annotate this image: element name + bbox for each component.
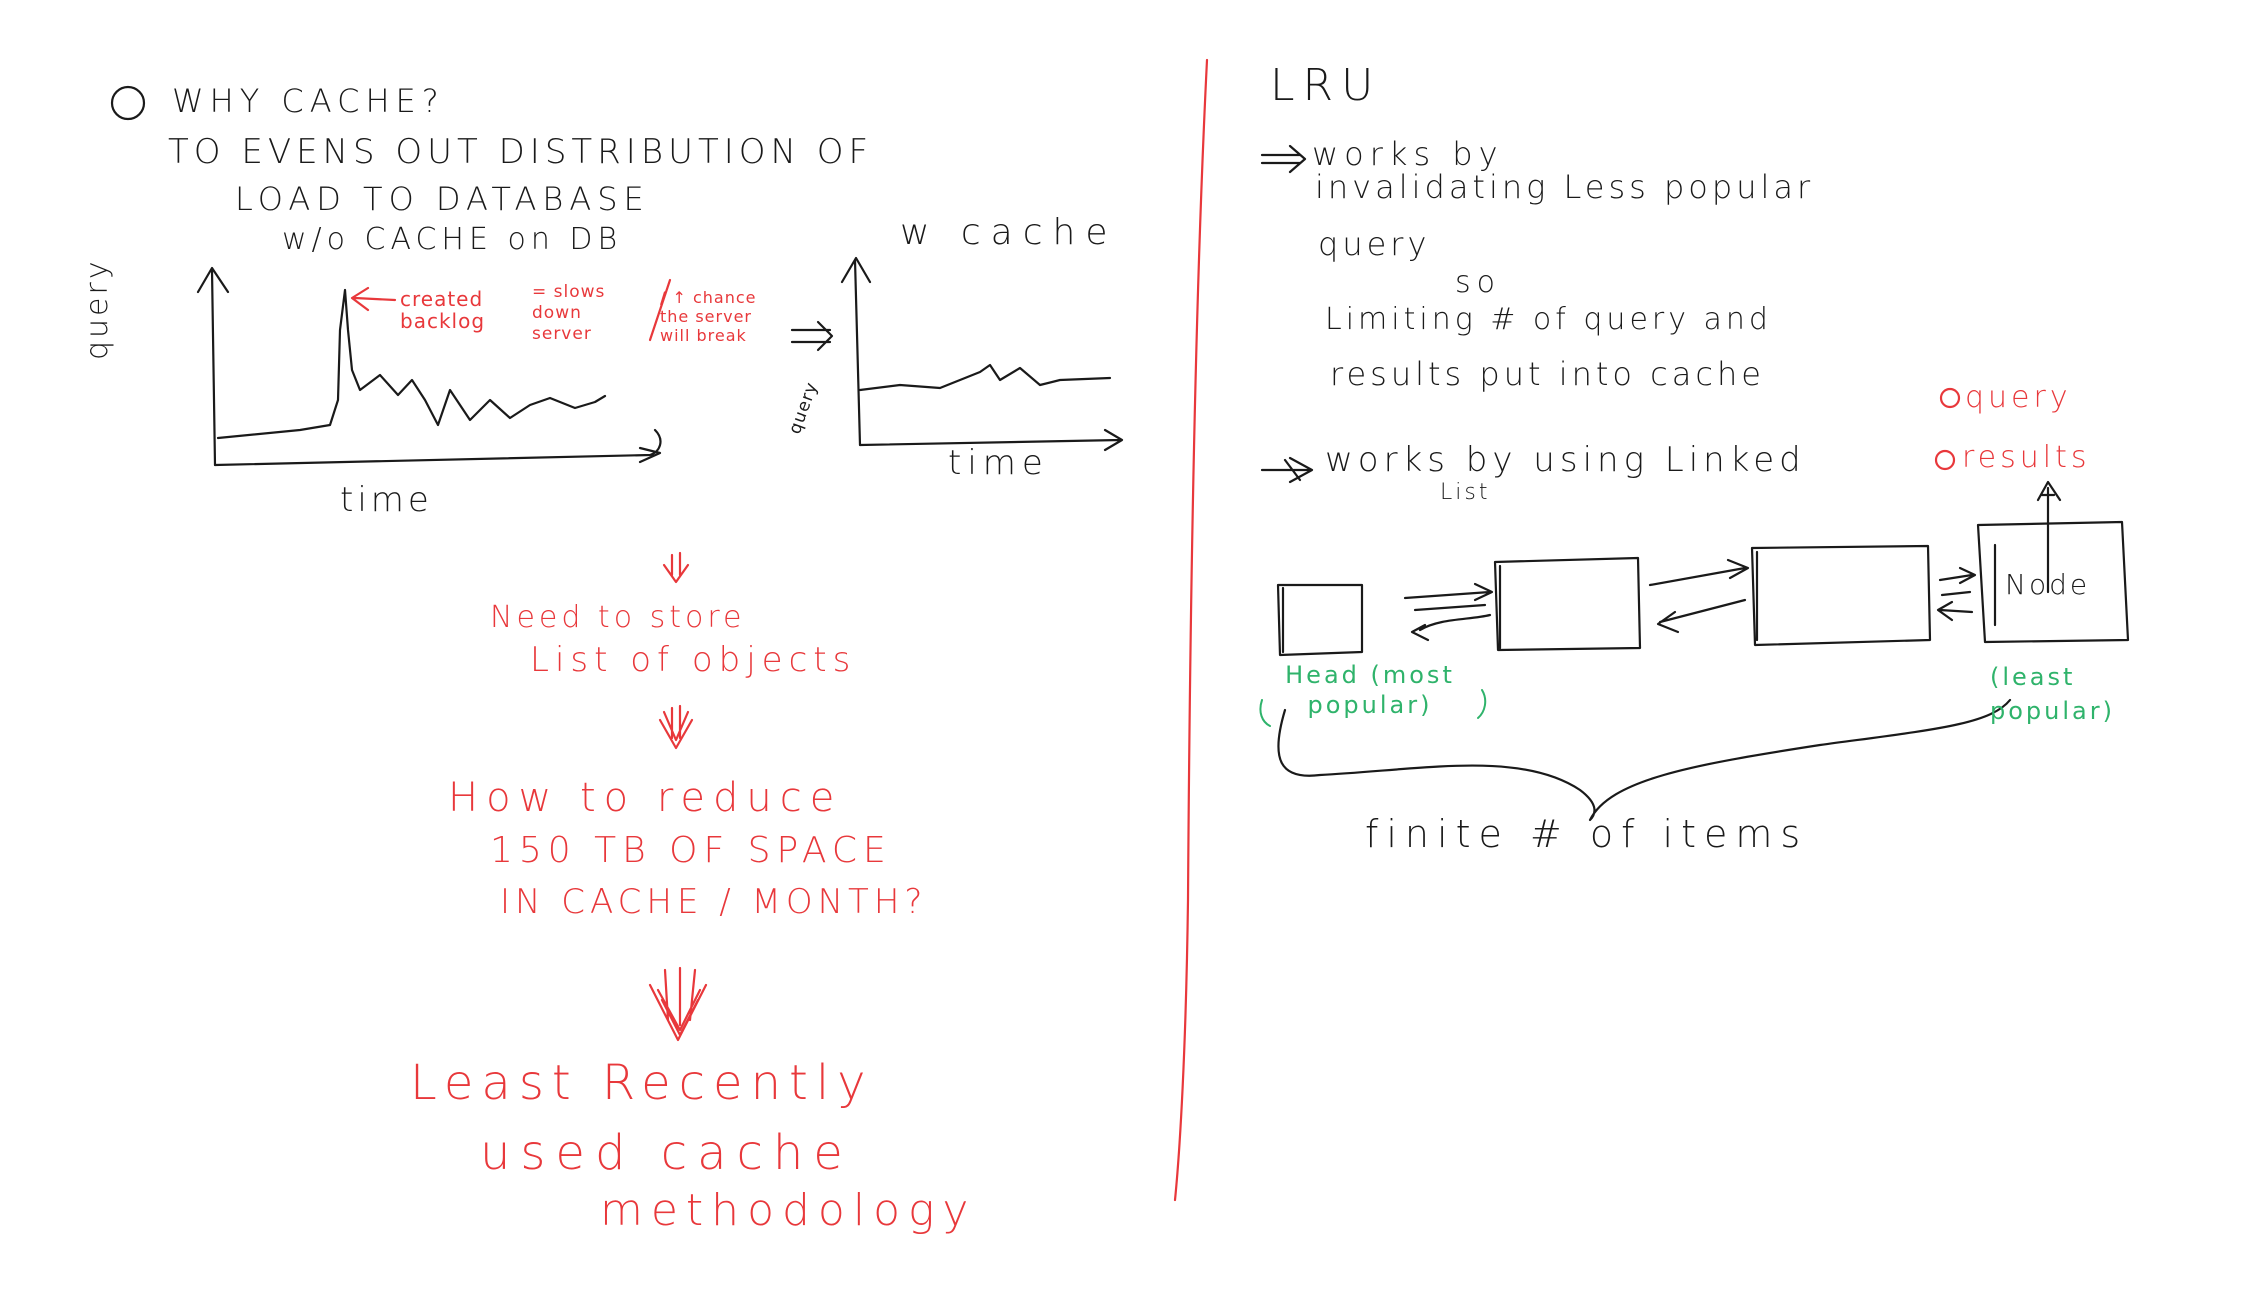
bullet-arrow-2 — [1260, 456, 1314, 484]
node-up-arrow — [2036, 480, 2062, 594]
list-node-2 — [1493, 556, 1642, 652]
left-heading: WHY CACHE? — [172, 82, 445, 120]
chart1-note-1: created backlog — [400, 287, 486, 333]
head-label: Head (most popular) — [1285, 661, 1455, 719]
flow-arrow-3 — [648, 966, 708, 1042]
page-divider — [1173, 58, 1209, 1202]
link-arrow-4-3 — [1936, 600, 1974, 622]
chart1-ylabel: query — [80, 258, 115, 360]
bullet-circle — [110, 85, 146, 121]
flow-step-2-line-1: How to reduce — [448, 775, 843, 821]
legend-query-circle — [1939, 387, 1961, 409]
head-note-bracket — [1259, 689, 1487, 727]
chart1-peak-arrow — [350, 286, 397, 312]
chart1-x-axis — [213, 428, 662, 467]
left-subline-1: TO EVENS OUT DISTRIBUTION OF — [168, 132, 874, 172]
chart1-xlabel: time — [340, 480, 433, 520]
tail-label: (least popular) — [1990, 663, 2115, 725]
list-node-3 — [1750, 544, 1932, 647]
list-node-4 — [1976, 520, 2130, 644]
flow-step-2-line-2: 150 TB OF SPACE — [490, 830, 892, 871]
flow-step-2-line-3: IN CACHE / MONTH? — [500, 882, 928, 922]
flow-arrow-1 — [662, 551, 690, 584]
link-arrow-3-4 — [1938, 566, 1977, 597]
chart2-xlabel: time — [948, 443, 1049, 483]
legend-results: results — [1962, 440, 2091, 475]
flow-step-1-line-1: Need to store — [490, 600, 746, 635]
chart2-label: w cache — [900, 212, 1118, 253]
flow-step-3-line-3: methodology — [600, 1185, 977, 1236]
point-1-line-2: invalidating Less popular — [1315, 168, 1815, 206]
chart1-note-slash — [648, 278, 672, 342]
chart2-series — [858, 363, 1112, 392]
chart1-note-3: / ↑ chance the server will break — [660, 288, 757, 345]
point-1-line-1: works by — [1312, 135, 1504, 173]
link-arrow-3-2 — [1656, 598, 1747, 634]
point-1-line-6: results put into cache — [1330, 355, 1765, 393]
flow-step-3-line-2: used cache — [480, 1125, 853, 1181]
link-arrow-2-3 — [1648, 558, 1750, 587]
point-2-line-2: List — [1440, 480, 1491, 505]
link-arrow-2-1 — [1410, 613, 1492, 642]
chart2-y-axis — [840, 256, 872, 447]
brace-label: finite # of items — [1365, 812, 1809, 856]
chart1-label: w/o CACHE on DB — [282, 222, 623, 257]
chart2-x-axis — [858, 428, 1124, 452]
chart2-arrow — [790, 320, 834, 352]
list-brace — [1277, 698, 2012, 822]
bullet-arrow-1 — [1260, 144, 1307, 174]
flow-step-3-line-1: Least Recently — [410, 1055, 874, 1111]
node-label: Node — [2005, 568, 2091, 601]
point-1-line-4: so — [1455, 265, 1501, 300]
right-heading: LRU — [1270, 60, 1382, 111]
legend-query: query — [1965, 380, 2072, 415]
chart1-y-axis — [196, 266, 230, 467]
flow-step-1-line-2: List of objects — [530, 640, 857, 680]
flow-arrow-2 — [658, 704, 694, 750]
point-1-line-3: query — [1318, 225, 1431, 263]
legend-results-circle — [1934, 449, 1956, 471]
chart1-note-2: = slows down server — [532, 282, 606, 344]
list-node-1 — [1276, 583, 1364, 657]
point-2-line-1: works by using Linked — [1325, 440, 1806, 480]
link-arrow-1-2 — [1403, 582, 1494, 612]
point-1-line-5: Limiting # of query and — [1325, 302, 1772, 337]
left-subline-2: LOAD TO DATABASE — [235, 180, 650, 218]
chart1-series — [216, 288, 607, 440]
